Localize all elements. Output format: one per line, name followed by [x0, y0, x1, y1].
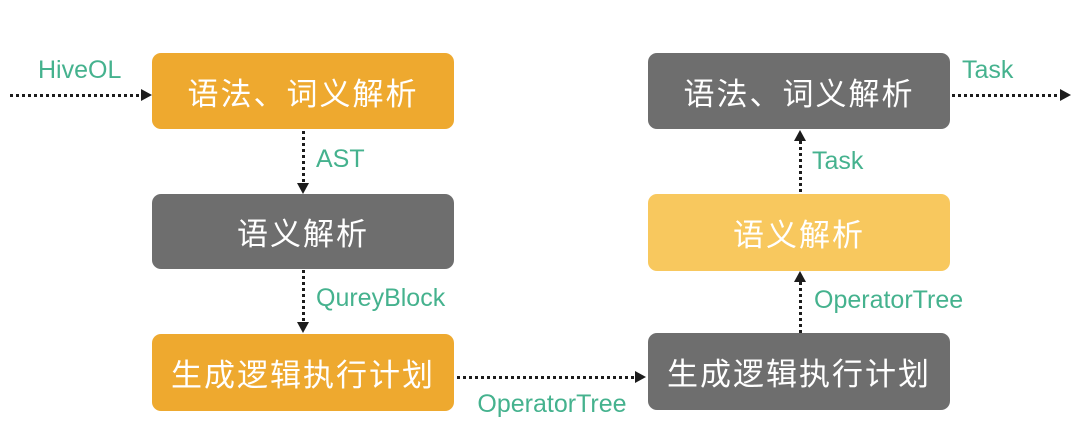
- arrowhead-up-icon: [794, 271, 806, 282]
- node-label: 生成逻辑执行计划: [667, 357, 931, 392]
- node-generate-logical-plan-left: 生成逻辑执行计划: [152, 334, 454, 411]
- edge-input-line: [10, 94, 141, 97]
- arrowhead-right-icon: [635, 371, 646, 383]
- node-label: 语义解析: [237, 217, 369, 252]
- edge-label-hiveol: HiveOL: [38, 56, 122, 84]
- arrowhead-down-icon: [297, 322, 309, 333]
- node-syntax-lexical-parse-left: 语法、词义解析: [152, 53, 454, 129]
- arrowhead-up-icon: [794, 130, 806, 141]
- arrowhead-right-icon: [141, 89, 152, 101]
- edge-ast-line: [302, 131, 305, 183]
- node-generate-logical-plan-right: 生成逻辑执行计划: [648, 333, 950, 410]
- edge-qureyblock-line: [302, 270, 305, 322]
- arrowhead-right-icon: [1060, 89, 1071, 101]
- edge-label-operatortree-v: OperatorTree: [814, 286, 964, 314]
- edge-task-v-line: [799, 141, 802, 194]
- edge-label-ast: AST: [316, 145, 365, 173]
- edge-label-qureyblock: QureyBlock: [316, 284, 446, 312]
- edge-label-task-v: Task: [812, 147, 864, 175]
- node-label: 语法、词义解析: [683, 76, 915, 112]
- node-semantic-parse-left: 语义解析: [152, 194, 454, 269]
- edge-output-line: [952, 94, 1060, 97]
- node-label: 语义解析: [733, 218, 865, 253]
- node-label: 语法、词义解析: [187, 76, 419, 112]
- edge-operatortree-v-line: [799, 282, 802, 333]
- node-semantic-parse-right: 语义解析: [648, 194, 950, 271]
- arrowhead-down-icon: [297, 183, 309, 194]
- edge-label-task-out: Task: [962, 56, 1014, 84]
- node-syntax-lexical-parse-right: 语法、词义解析: [648, 53, 950, 129]
- edge-label-operatortree-h: OperatorTree: [477, 390, 627, 418]
- node-label: 生成逻辑执行计划: [171, 358, 435, 393]
- edge-operatortree-h-line: [457, 376, 635, 379]
